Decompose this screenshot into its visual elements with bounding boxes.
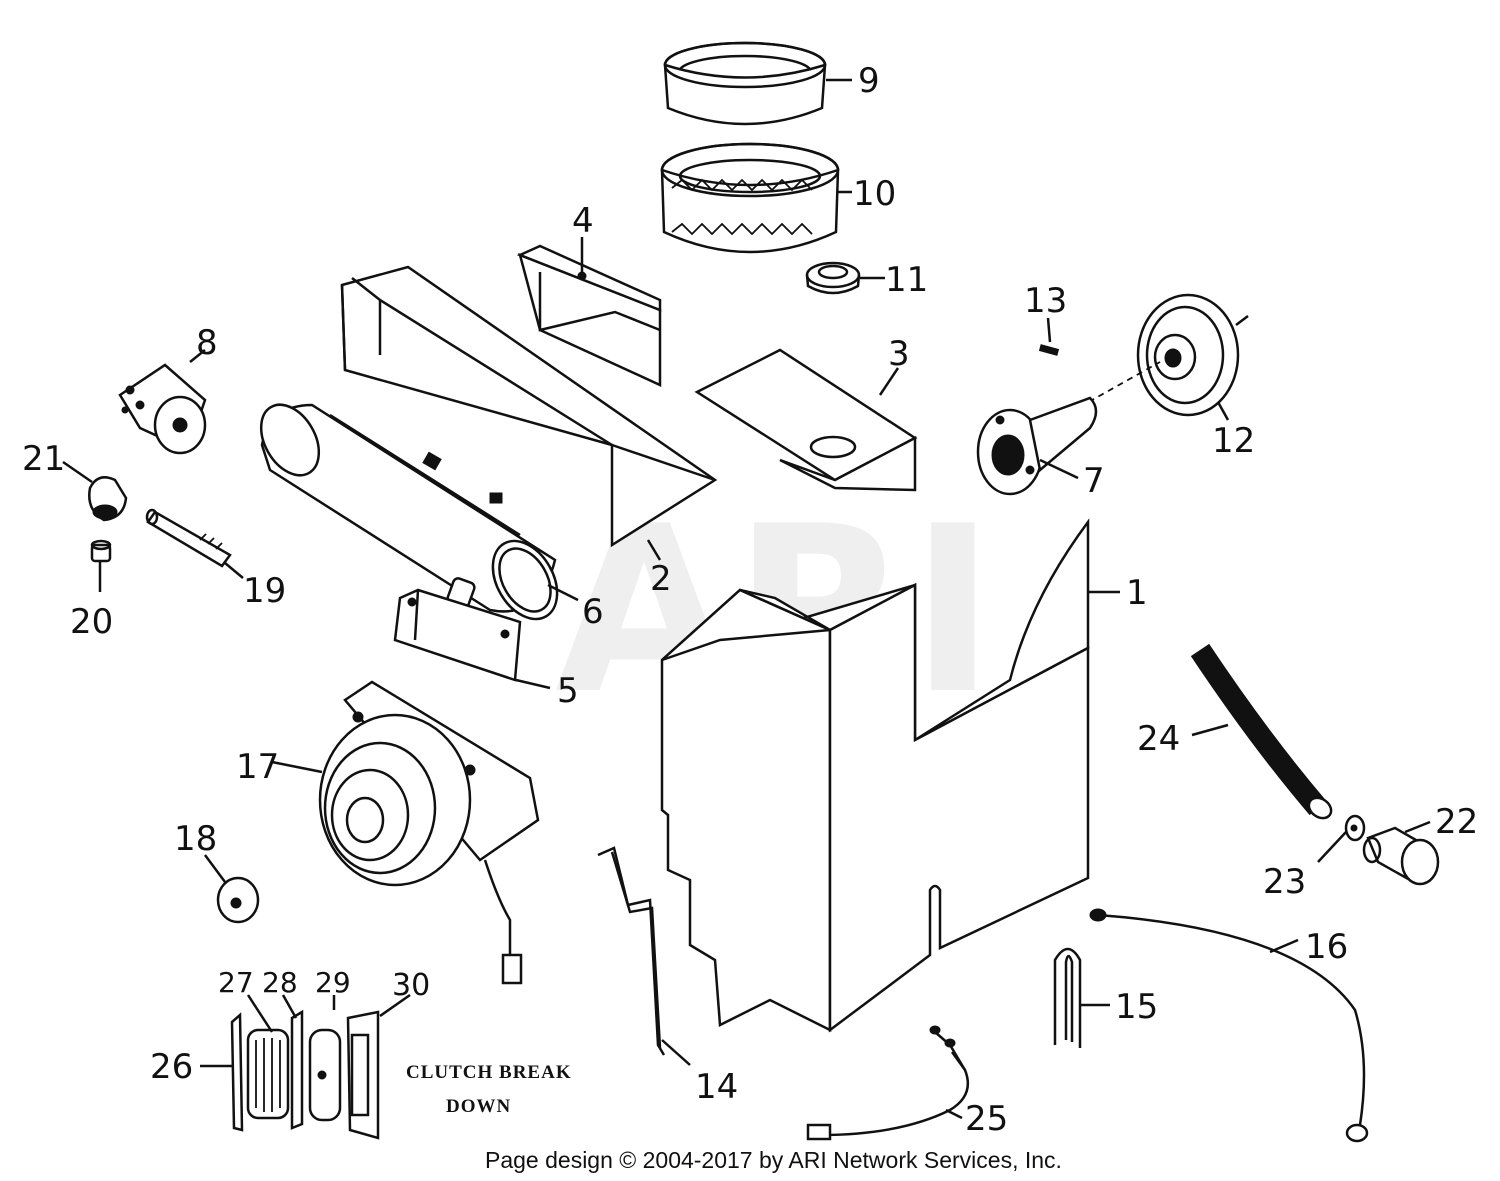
part-27-rotor[interactable] (246, 1028, 290, 1120)
part-label-11[interactable]: 11 (885, 260, 928, 300)
leader-21 (62, 460, 93, 484)
part-6-muffler[interactable] (249, 395, 570, 631)
part-label-21[interactable]: 21 (22, 439, 65, 479)
part-label-9[interactable]: 9 (858, 61, 880, 101)
part-label-18[interactable]: 18 (174, 819, 217, 859)
leader-24 (1191, 723, 1229, 737)
part-label-2[interactable]: 2 (650, 559, 672, 599)
part-9-ring[interactable] (663, 41, 827, 126)
part-label-15[interactable]: 15 (1115, 987, 1158, 1027)
part-label-29[interactable]: 29 (315, 966, 351, 999)
leader-23 (1317, 831, 1347, 863)
part-label-5[interactable]: 5 (557, 671, 579, 711)
part-label-8[interactable]: 8 (196, 323, 218, 363)
part-11-grommet[interactable] (805, 261, 861, 295)
part-label-26[interactable]: 26 (150, 1047, 193, 1087)
leader-18 (203, 854, 227, 883)
part-3-plate[interactable] (694, 348, 918, 492)
part-label-19[interactable]: 19 (243, 571, 286, 611)
part-16-cable[interactable] (1089, 908, 1369, 1143)
part-21-elbow[interactable] (88, 476, 128, 522)
part-label-27[interactable]: 27 (218, 966, 254, 999)
leader-27 (246, 994, 274, 1033)
part-label-22[interactable]: 22 (1435, 802, 1478, 842)
part-label-12[interactable]: 12 (1212, 421, 1255, 461)
leader-5 (515, 678, 551, 690)
leader-16 (1269, 938, 1299, 954)
part-8-oil-filter[interactable] (118, 363, 207, 455)
assembly-line-7-12 (1059, 361, 1161, 419)
copyright-footer: Page design © 2004-2017 by ARI Network S… (485, 1147, 1062, 1173)
part-2-shroud[interactable] (340, 265, 718, 548)
part-20-plug[interactable] (90, 539, 112, 563)
leader-13 (1046, 317, 1052, 343)
part-19-nipple[interactable] (145, 508, 232, 568)
part-label-16[interactable]: 16 (1305, 927, 1348, 967)
leader-7 (1039, 458, 1079, 480)
part-15-clip[interactable] (1053, 947, 1082, 1048)
leader-14 (661, 1039, 691, 1066)
clutch-breakdown-caption-line2: DOWN (446, 1096, 511, 1117)
part-12-pulley[interactable] (1136, 293, 1249, 417)
part-24-hose[interactable] (1190, 643, 1335, 822)
part-18-washer[interactable] (216, 876, 260, 924)
part-26-armature[interactable] (230, 1012, 244, 1132)
part-label-24[interactable]: 24 (1137, 719, 1180, 759)
leader-30 (379, 993, 411, 1018)
part-10-air-filter[interactable] (660, 142, 840, 254)
part-label-20[interactable]: 20 (70, 602, 113, 642)
part-label-14[interactable]: 14 (695, 1067, 738, 1107)
part-label-17[interactable]: 17 (236, 747, 279, 787)
part-label-28[interactable]: 28 (262, 966, 298, 999)
part-label-7[interactable]: 7 (1083, 461, 1105, 501)
part-30-plate[interactable] (346, 1010, 380, 1140)
leader-2 (646, 539, 662, 561)
leader-17 (271, 760, 323, 774)
part-7-hub[interactable] (976, 396, 1098, 496)
leader-6 (547, 583, 579, 602)
part-label-23[interactable]: 23 (1263, 862, 1306, 902)
clutch-breakdown-caption-line1: CLUTCH BREAK (406, 1062, 572, 1083)
leader-3 (878, 367, 900, 396)
part-label-10[interactable]: 10 (853, 174, 896, 214)
leader-12 (1216, 401, 1230, 421)
leader-8 (189, 349, 206, 363)
part-1-panel[interactable] (660, 518, 1090, 1033)
part-label-1[interactable]: 1 (1126, 573, 1148, 613)
part-5-bracket[interactable] (393, 588, 522, 682)
part-label-3[interactable]: 3 (888, 334, 910, 374)
leader-19 (224, 562, 244, 579)
part-22-fitting[interactable] (1362, 826, 1440, 886)
part-25-harness[interactable] (806, 1025, 970, 1141)
part-label-30[interactable]: 30 (392, 968, 430, 1003)
leader-25 (945, 1108, 963, 1120)
part-28-spacer[interactable] (290, 1009, 304, 1130)
part-23-clamp[interactable] (1344, 814, 1366, 842)
part-label-13[interactable]: 13 (1024, 281, 1067, 321)
part-13-key[interactable] (1038, 344, 1060, 356)
part-29-field[interactable] (308, 1028, 342, 1122)
leader-22 (1404, 820, 1431, 834)
part-label-6[interactable]: 6 (582, 592, 604, 632)
part-14-rod[interactable] (597, 846, 666, 1056)
part-label-25[interactable]: 25 (965, 1099, 1008, 1139)
part-label-4[interactable]: 4 (572, 201, 594, 241)
leader-28 (281, 994, 298, 1019)
part-17-clutch[interactable] (318, 680, 540, 985)
part-4-bracket[interactable] (516, 244, 662, 387)
